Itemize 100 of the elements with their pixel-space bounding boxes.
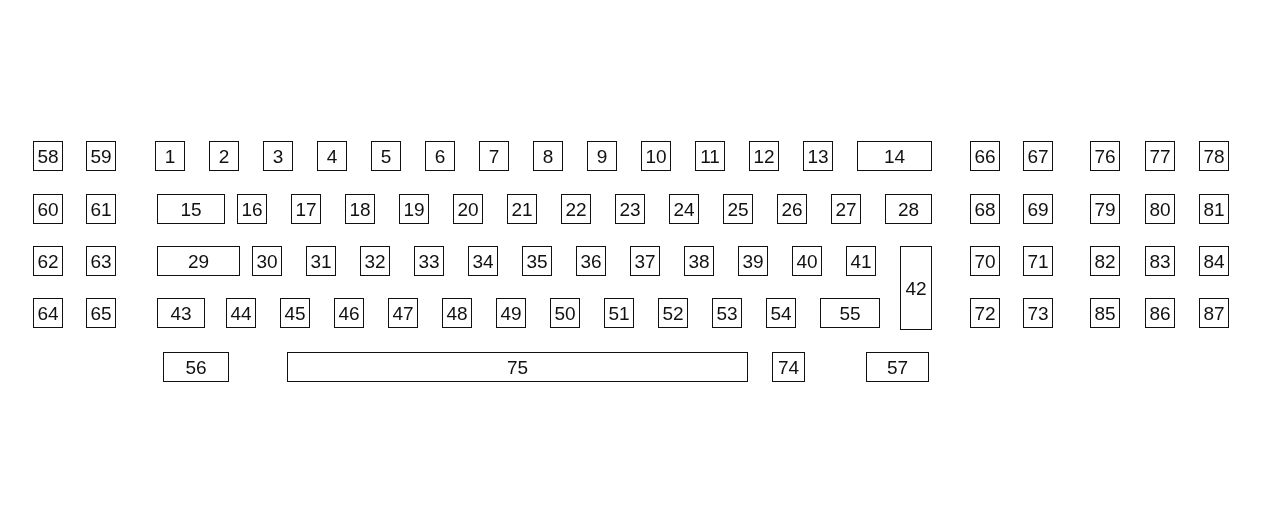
key-number: 38 [688,251,710,271]
key-number: 85 [1094,303,1116,323]
key-box [425,141,455,171]
key-number: 35 [526,251,548,271]
key-number: 7 [488,146,500,166]
key-number: 11 [700,146,720,166]
key-number: 17 [295,199,317,219]
key-number: 20 [457,199,479,219]
key-number: 82 [1094,251,1116,271]
key-number: 31 [310,251,332,271]
key-number: 67 [1027,146,1049,166]
key-number: 87 [1203,303,1225,323]
key-number: 43 [170,303,192,323]
key-box [857,141,932,171]
key-number: 28 [897,199,920,219]
key-number: 79 [1094,199,1116,219]
key-box [900,246,932,330]
key-number: 77 [1149,146,1171,166]
key-number: 13 [807,146,829,166]
key-number: 14 [883,146,906,166]
key-box [820,298,880,328]
key-box [155,141,185,171]
key-box [157,246,240,276]
key-number: 66 [974,146,996,166]
key-number: 25 [727,199,749,219]
key-box [533,141,563,171]
key-number: 6 [434,146,446,166]
key-number: 40 [796,251,818,271]
key-number: 22 [565,199,587,219]
key-number: 2 [218,146,230,166]
key-number: 8 [542,146,554,166]
key-box [209,141,239,171]
key-number: 86 [1149,303,1171,323]
key-number: 49 [500,303,522,323]
key-number: 37 [634,251,656,271]
key-number: 76 [1094,146,1116,166]
key-box [263,141,293,171]
key-number: 73 [1027,303,1049,323]
key-number: 64 [37,303,59,323]
key-number: 80 [1149,199,1171,219]
key-box [157,194,225,224]
key-number: 74 [777,357,800,377]
key-number: 18 [349,199,371,219]
key-number: 60 [37,199,59,219]
key-number: 47 [392,303,414,323]
key-box [479,141,509,171]
key-number: 53 [716,303,738,323]
key-box [157,298,205,328]
key-number: 33 [418,251,440,271]
key-number: 68 [974,199,996,219]
key-box [163,352,229,382]
key-number: 46 [338,303,360,323]
key-number: 51 [608,303,630,323]
key-number: 3 [272,146,284,166]
key-number: 45 [284,303,306,323]
key-number: 56 [185,357,207,377]
key-number: 81 [1203,199,1225,219]
key-box [317,141,347,171]
key-number: 4 [326,146,338,166]
key-number: 15 [180,199,202,219]
key-box [371,141,401,171]
key-number: 52 [662,303,684,323]
key-number: 44 [230,303,252,323]
key-box [866,352,929,382]
key-number: 36 [580,251,602,271]
key-number: 78 [1203,146,1225,166]
key-number: 62 [37,251,59,271]
key-number: 26 [781,199,803,219]
key-number: 5 [380,146,392,166]
key-number: 32 [364,251,386,271]
key-number: 1 [164,146,176,166]
key-number: 16 [241,199,263,219]
key-number: 72 [974,303,996,323]
key-number: 75 [506,357,529,377]
key-number: 12 [753,146,775,166]
key-number: 23 [619,199,641,219]
key-number: 27 [835,199,857,219]
key-number: 9 [596,146,608,166]
key-number: 65 [90,303,112,323]
key-box [287,352,748,382]
key-number: 21 [511,199,533,219]
key-number: 50 [554,303,576,323]
key-number: 57 [886,357,909,377]
key-number: 59 [90,146,112,166]
key-number: 61 [90,199,112,219]
key-number: 29 [187,251,210,271]
key-number: 58 [37,146,59,166]
key-number: 71 [1027,251,1049,271]
key-box [885,194,932,224]
key-number: 55 [839,303,861,323]
key-number: 34 [472,251,494,271]
key-box [587,141,617,171]
key-number: 30 [256,251,278,271]
key-number: 48 [446,303,468,323]
key-number: 70 [974,251,996,271]
key-number: 10 [645,146,667,166]
key-number: 83 [1149,251,1171,271]
key-number: 39 [742,251,764,271]
key-number: 63 [90,251,112,271]
key-number: 84 [1203,251,1225,271]
